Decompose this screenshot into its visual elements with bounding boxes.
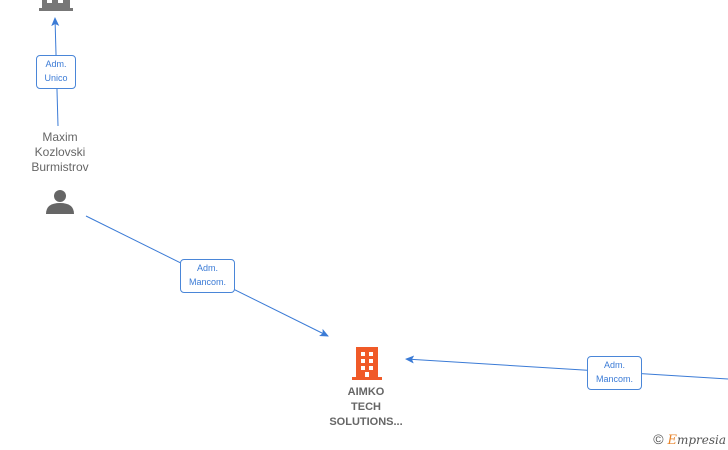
edge-label-line: Mancom. — [595, 374, 633, 384]
edge-label-adm-mancom[interactable]: Adm. Mancom. — [587, 356, 642, 390]
copyright-icon: © — [653, 431, 664, 447]
edge-label-line: Adm. — [603, 360, 625, 370]
edge-label-line: Adm. — [196, 263, 218, 273]
company-name-line: SOLUTIONS... — [329, 416, 403, 428]
person-name-line: Kozlovski — [34, 145, 86, 159]
edge-label-line: Unico — [44, 73, 68, 83]
brand-logo-initial: E — [667, 433, 677, 448]
person-name-line: Maxim — [42, 130, 78, 144]
building-icon[interactable] — [39, 0, 73, 11]
edge-label-adm-unico[interactable]: Adm. Unico — [36, 55, 76, 89]
company-name-line: AIMKO — [347, 386, 385, 398]
edge-label-line: Mancom. — [188, 277, 226, 287]
company-name[interactable]: AIMKO TECH SOLUTIONS... — [316, 385, 416, 430]
company-name-line: TECH — [351, 401, 381, 413]
footer-copyright: © Empresia — [653, 431, 726, 448]
building-icon[interactable] — [352, 347, 382, 380]
edge-label-line: Adm. — [45, 59, 67, 69]
person-name-line: Burmistrov — [31, 160, 89, 174]
person-icon[interactable] — [46, 190, 74, 214]
person-name[interactable]: Maxim Kozlovski Burmistrov — [20, 130, 100, 175]
edge-right-to-main-company — [405, 355, 728, 380]
edge-label-adm-mancom[interactable]: Adm. Mancom. — [180, 259, 235, 293]
brand-logo-text: mpresia — [676, 433, 726, 447]
